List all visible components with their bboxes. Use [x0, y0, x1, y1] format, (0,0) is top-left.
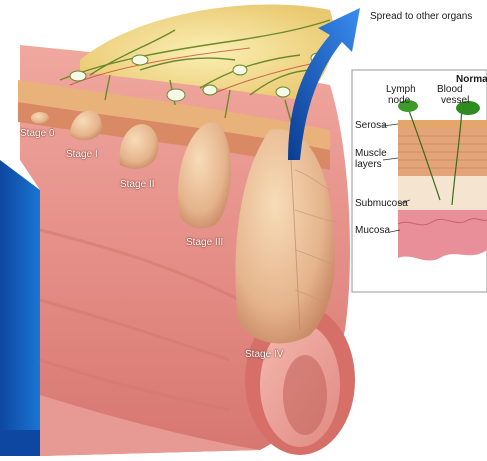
- submucosa-label: Submucosa: [355, 198, 408, 209]
- lymph-node-label-line2: node: [388, 95, 410, 106]
- colon-lumen-deep: [283, 355, 327, 435]
- stage-0-label: Stage 0: [20, 128, 54, 139]
- spread-label: Spread to other organs: [370, 11, 472, 22]
- blue-frame: [0, 160, 40, 456]
- muscle-layers-label-line1: Muscle: [355, 148, 387, 159]
- stage-2-label: Stage II: [120, 179, 154, 190]
- muscle-layers-label-line2: layers: [355, 159, 382, 170]
- stage-3-label: Stage III: [186, 237, 223, 248]
- stage-4-label: Stage IV: [245, 349, 283, 360]
- mucosa-label: Mucosa: [355, 225, 390, 236]
- blood-vessel-label-line2: vessel: [441, 95, 469, 106]
- stage-1-label: Stage I: [66, 149, 98, 160]
- blood-vessel-label-line1: Blood: [437, 84, 463, 95]
- blue-frame-edge: [0, 430, 40, 456]
- tumor-stage-0: [31, 112, 49, 124]
- lymph-node-label-line1: Lymph: [386, 84, 416, 95]
- serosa-label: Serosa: [355, 120, 387, 131]
